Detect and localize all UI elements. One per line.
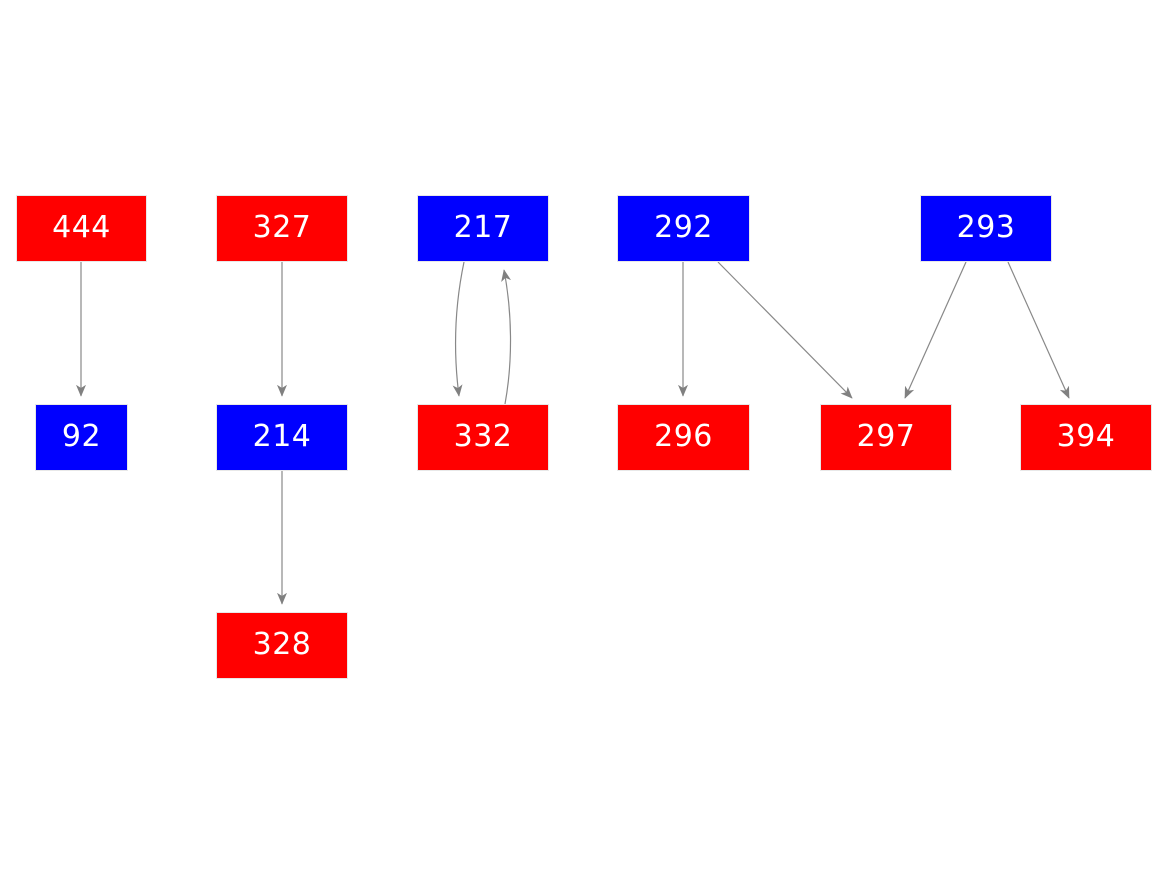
- graph-node-217[interactable]: 217: [417, 195, 549, 262]
- graph-node-label: 328: [252, 626, 312, 662]
- graph-node-332[interactable]: 332: [417, 404, 549, 471]
- graph-node-label: 394: [1056, 418, 1116, 454]
- graph-node-297[interactable]: 297: [820, 404, 952, 471]
- graph-node-444[interactable]: 444: [16, 195, 147, 262]
- graph-node-214[interactable]: 214: [216, 404, 348, 471]
- graph-node-label: 332: [453, 418, 513, 454]
- graph-node-92[interactable]: 92: [35, 404, 128, 471]
- graph-node-292[interactable]: 292: [617, 195, 750, 262]
- graph-edge: [717, 261, 853, 399]
- graph-node-label: 327: [252, 209, 312, 245]
- graph-node-293[interactable]: 293: [920, 195, 1052, 262]
- graph-edge: [501, 269, 512, 405]
- graph-edge: [452, 261, 465, 397]
- graph-node-label: 293: [956, 209, 1016, 245]
- graph-node-296[interactable]: 296: [617, 404, 750, 471]
- graph-node-label: 217: [453, 209, 513, 245]
- graph-edge: [904, 261, 967, 399]
- graph-node-label: 297: [856, 418, 916, 454]
- graph-node-label: 292: [654, 209, 713, 245]
- graph-node-label: 444: [52, 209, 111, 245]
- graph-node-label: 296: [654, 418, 713, 454]
- graph-node-394[interactable]: 394: [1020, 404, 1152, 471]
- graph-edge: [1007, 261, 1070, 399]
- graph-node-327[interactable]: 327: [216, 195, 348, 262]
- graph-node-328[interactable]: 328: [216, 612, 348, 679]
- graph-node-label: 92: [61, 418, 102, 454]
- graph-node-label: 214: [252, 418, 312, 454]
